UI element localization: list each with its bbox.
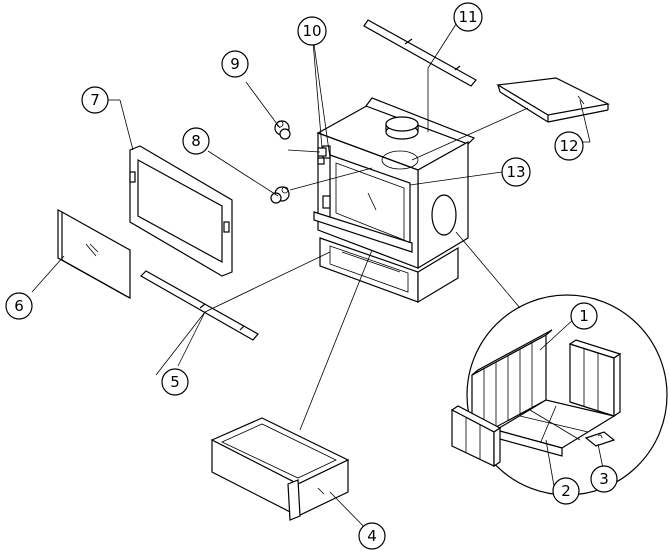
part-5-rod [140, 270, 259, 341]
callout-6-label: 6 [14, 297, 24, 315]
callout-11: 11 [453, 2, 483, 32]
part-9-knob [274, 120, 291, 140]
callout-9-label: 9 [230, 55, 240, 73]
stove-body [313, 97, 476, 304]
callout-11-label: 11 [458, 8, 477, 26]
callout-8-label: 8 [191, 132, 201, 150]
part-12-plate [496, 77, 610, 123]
callout-5-label: 5 [170, 373, 180, 391]
callout-8: 8 [182, 127, 210, 155]
callout-4: 4 [358, 522, 386, 550]
callout-5: 5 [161, 368, 189, 396]
leader-lines [31, 17, 606, 536]
callout-12: 12 [554, 131, 584, 161]
callout-2: 2 [552, 477, 580, 505]
part-11-rod [363, 19, 477, 87]
callout-1: 1 [570, 302, 598, 330]
callout-4-label: 4 [367, 527, 377, 545]
callout-10: 10 [297, 16, 327, 46]
callout-7-label: 7 [90, 91, 100, 109]
firebrick-inset [450, 294, 668, 496]
callout-13-label: 13 [506, 163, 525, 181]
part-8-knob [270, 186, 290, 204]
callout-9: 9 [221, 50, 249, 78]
callout-13: 13 [501, 157, 531, 187]
callout-10-label: 10 [302, 22, 321, 40]
part-4-ash-drawer [210, 417, 350, 521]
callout-3: 3 [590, 465, 618, 493]
callout-2-label: 2 [561, 482, 571, 500]
callout-6: 6 [5, 292, 33, 320]
callout-12-label: 12 [559, 137, 578, 155]
part-6-glass [57, 209, 131, 299]
callout-3-label: 3 [599, 470, 609, 488]
part-7-frame [129, 145, 233, 277]
callout-1-label: 1 [579, 307, 589, 325]
callout-7: 7 [81, 86, 109, 114]
